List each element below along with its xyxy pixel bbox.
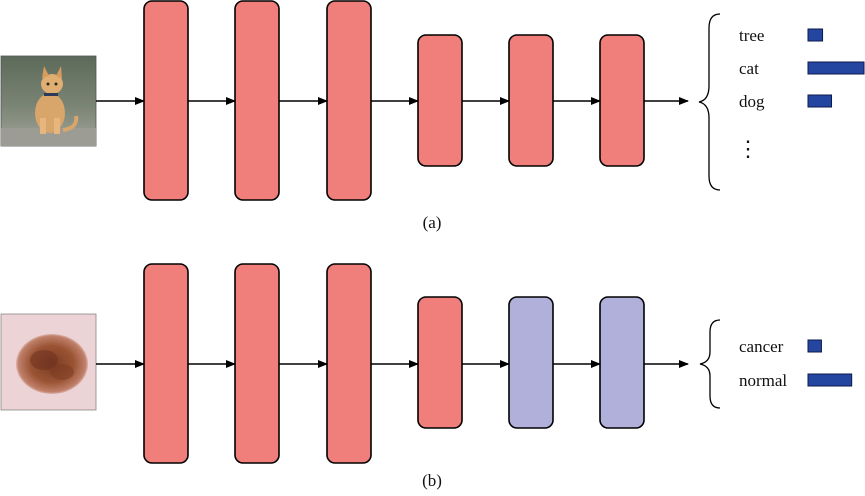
- layer-trainable-5: [508, 296, 554, 429]
- layer-fixed-3: [326, 0, 372, 201]
- panel-b: cancer normal (b): [0, 263, 853, 490]
- score-bar-cat: [807, 61, 865, 75]
- layer-fixed-1: [143, 0, 189, 201]
- output-brace-b: [699, 319, 721, 409]
- layer-fixed-1: [143, 263, 189, 464]
- output-scores-b: cancer normal: [739, 337, 853, 390]
- score-bar-cancer: [807, 339, 822, 353]
- panel-a: tree cat dog ⋮ (a): [0, 0, 865, 232]
- score-bar-dog: [807, 94, 833, 108]
- score-bar-normal: [807, 373, 853, 387]
- output-label-dog: dog: [739, 92, 765, 111]
- layer-fixed-2: [234, 0, 280, 201]
- output-label-normal: normal: [739, 371, 787, 390]
- layer-stack-b: [143, 263, 645, 464]
- caption-b: (b): [422, 471, 442, 490]
- layer-fixed-3: [326, 263, 372, 464]
- caption-a: (a): [423, 213, 442, 232]
- layer-fixed-6: [599, 34, 645, 167]
- input-image-lesion: [0, 313, 97, 411]
- layer-fixed-2: [234, 263, 280, 464]
- output-brace-a: [698, 13, 721, 191]
- output-label-tree: tree: [739, 26, 764, 45]
- output-label-cancer: cancer: [739, 337, 784, 356]
- layer-fixed-4: [417, 296, 463, 429]
- output-scores-a: tree cat dog: [739, 26, 865, 111]
- output-label-cat: cat: [739, 59, 759, 78]
- layer-trainable-6: [599, 296, 645, 429]
- score-bar-tree: [807, 28, 824, 42]
- layer-fixed-4: [417, 34, 463, 167]
- layer-fixed-5: [508, 34, 554, 167]
- input-image-cat: [0, 55, 97, 147]
- ellipsis: ⋮: [737, 136, 759, 161]
